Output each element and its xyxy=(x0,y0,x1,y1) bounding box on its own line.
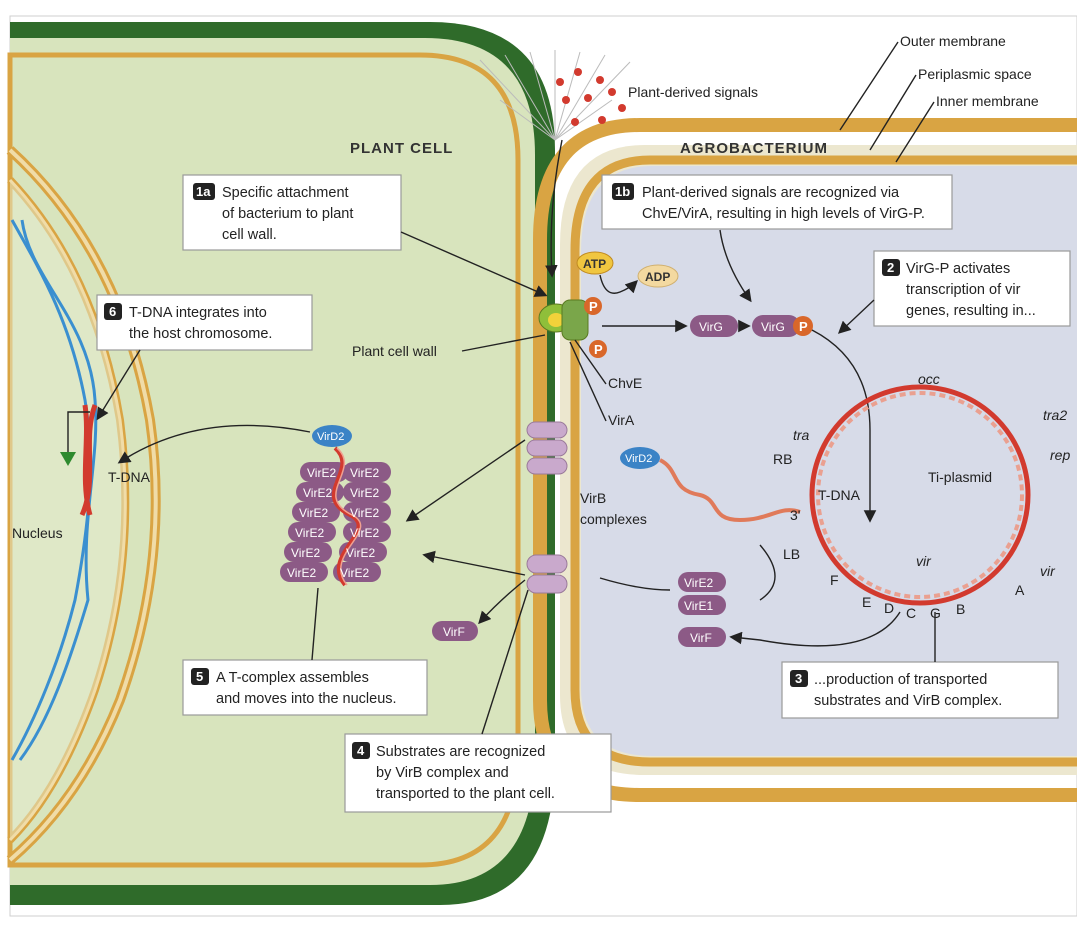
svg-text:5: 5 xyxy=(196,669,203,684)
svg-text:VirE2: VirE2 xyxy=(299,506,328,520)
svg-text:2: 2 xyxy=(887,260,894,275)
svg-text:F: F xyxy=(830,572,839,588)
svg-text:VirE2: VirE2 xyxy=(350,466,379,480)
plant-signals-label: Plant-derived signals xyxy=(628,84,758,100)
svg-text:VirE2: VirE2 xyxy=(350,486,379,500)
vir-outer-label: vir xyxy=(1040,563,1056,579)
tra2-label: tra2 xyxy=(1043,407,1067,423)
lb-label: LB xyxy=(783,546,800,562)
step-2: 2 VirG-P activates transcription of vir … xyxy=(874,251,1070,326)
svg-text:and moves into the nucleus.: and moves into the nucleus. xyxy=(216,691,397,707)
t-dna-plasmid-label: T-DNA xyxy=(818,487,861,503)
svg-text:A T-complex assembles: A T-complex assembles xyxy=(216,670,369,686)
svg-text:VirE2: VirE2 xyxy=(307,466,336,480)
svg-text:...production of transported: ...production of transported xyxy=(814,672,987,688)
svg-text:the host chromosome.: the host chromosome. xyxy=(129,326,272,342)
svg-text:VirE2: VirE2 xyxy=(684,576,713,590)
ti-plasmid-label: Ti-plasmid xyxy=(928,469,992,485)
svg-text:VirE2: VirE2 xyxy=(350,506,379,520)
rep-label: rep xyxy=(1050,447,1070,463)
atp-icon: ATP xyxy=(577,252,613,274)
vire2-bacterium: VirE2 xyxy=(678,572,726,592)
svg-text:of bacterium to plant: of bacterium to plant xyxy=(222,206,353,222)
tra-label: tra xyxy=(793,427,810,443)
step-5: 5 A T-complex assembles and moves into t… xyxy=(183,660,427,715)
t-dna-label: T-DNA xyxy=(108,469,151,485)
svg-text:P: P xyxy=(589,299,598,314)
svg-text:1a: 1a xyxy=(196,184,211,199)
svg-text:by VirB complex and: by VirB complex and xyxy=(376,765,509,781)
svg-text:ADP: ADP xyxy=(645,270,670,284)
svg-text:VirG: VirG xyxy=(761,320,785,334)
inner-membrane-label: Inner membrane xyxy=(936,93,1039,109)
svg-text:VirE2: VirE2 xyxy=(350,526,379,540)
plant-cell-label: PLANT CELL xyxy=(350,140,453,157)
virb-complex-upper xyxy=(527,422,567,474)
svg-text:VirE2: VirE2 xyxy=(303,486,332,500)
svg-text:VirE2: VirE2 xyxy=(287,566,316,580)
step-1b: 1b Plant-derived signals are recognized … xyxy=(602,175,952,229)
svg-text:VirE2: VirE2 xyxy=(291,546,320,560)
plant-cell-wall-label: Plant cell wall xyxy=(352,343,437,359)
svg-text:ChvE/VirA, resulting in high l: ChvE/VirA, resulting in high levels of V… xyxy=(642,206,925,222)
svg-text:A: A xyxy=(1015,582,1025,598)
periplasmic-space-label: Periplasmic space xyxy=(918,66,1032,82)
svg-text:Substrates are recognized: Substrates are recognized xyxy=(376,744,545,760)
svg-text:VirE2: VirE2 xyxy=(295,526,324,540)
svg-text:6: 6 xyxy=(109,304,116,319)
three-prime-label: 3' xyxy=(790,507,800,523)
svg-text:P: P xyxy=(799,319,808,334)
svg-text:VirG: VirG xyxy=(699,320,723,334)
svg-text:1b: 1b xyxy=(615,184,630,199)
adp-icon: ADP xyxy=(638,265,678,287)
svg-text:VirE2: VirE2 xyxy=(346,546,375,560)
chve-label: ChvE xyxy=(608,375,642,391)
svg-text:D: D xyxy=(884,600,894,616)
svg-text:transported to the plant cell.: transported to the plant cell. xyxy=(376,786,555,802)
svg-text:3: 3 xyxy=(795,671,802,686)
svg-text:VirG-P activates: VirG-P activates xyxy=(906,261,1010,277)
svg-text:substrates and VirB complex.: substrates and VirB complex. xyxy=(814,693,1002,709)
virf-plant: VirF xyxy=(432,621,478,641)
svg-text:Plant-derived signals are reco: Plant-derived signals are recognized via xyxy=(642,185,900,201)
vird2-bacterium: VirD2 xyxy=(620,447,660,469)
svg-text:VirE2: VirE2 xyxy=(340,566,369,580)
virg-protein: VirG xyxy=(690,315,738,337)
svg-text:VirD2: VirD2 xyxy=(625,453,652,465)
svg-text:4: 4 xyxy=(357,743,365,758)
svg-text:VirF: VirF xyxy=(443,625,465,639)
svg-text:E: E xyxy=(862,594,871,610)
nucleus-label: Nucleus xyxy=(12,525,63,541)
svg-text:Specific attachment: Specific attachment xyxy=(222,185,349,201)
step-1a: 1a Specific attachment of bacterium to p… xyxy=(183,175,401,250)
svg-text:B: B xyxy=(956,601,965,617)
svg-text:genes, resulting in...: genes, resulting in... xyxy=(906,303,1036,319)
svg-text:ATP: ATP xyxy=(583,257,606,271)
svg-text:C: C xyxy=(906,605,916,621)
vira-label: VirA xyxy=(608,412,635,428)
svg-text:VirF: VirF xyxy=(690,631,712,645)
svg-text:P: P xyxy=(594,342,603,357)
svg-text:transcription of vir: transcription of vir xyxy=(906,282,1021,298)
svg-text:cell wall.: cell wall. xyxy=(222,227,277,243)
outer-membrane-label: Outer membrane xyxy=(900,33,1006,49)
virf-bacterium: VirF xyxy=(678,627,726,647)
svg-text:VirE1: VirE1 xyxy=(684,599,713,613)
step-3: 3 ...production of transported substrate… xyxy=(782,662,1058,718)
vire1-bacterium: VirE1 xyxy=(678,595,726,615)
svg-text:T-DNA integrates into: T-DNA integrates into xyxy=(129,305,267,321)
agrobacterium-label: AGROBACTERIUM xyxy=(680,140,828,157)
rb-label: RB xyxy=(773,451,792,467)
vir-inner-label: vir xyxy=(916,553,932,569)
svg-text:VirD2: VirD2 xyxy=(317,431,344,443)
step-4: 4 Substrates are recognized by VirB comp… xyxy=(345,734,611,812)
virg-p-protein: VirG P xyxy=(752,315,813,337)
occ-label: occ xyxy=(918,371,940,387)
step-6: 6 T-DNA integrates into the host chromos… xyxy=(97,295,312,350)
